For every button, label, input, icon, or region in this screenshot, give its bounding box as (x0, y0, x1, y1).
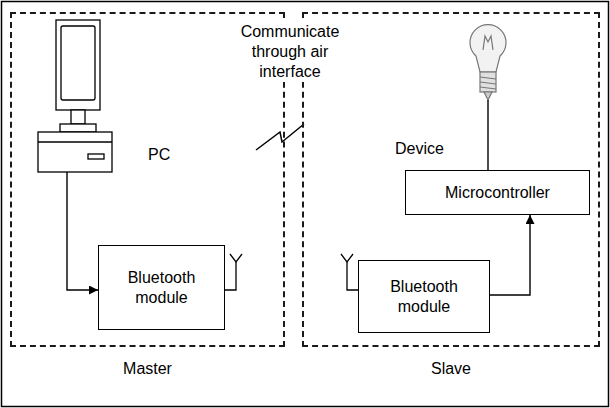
monitor-screen (61, 26, 95, 100)
connector (67, 172, 98, 290)
device-label-area: Device (385, 14, 510, 100)
bulb-thread (480, 82, 496, 84)
bluetooth-module-box: Bluetooth module (98, 245, 225, 330)
icon-label: Device (395, 140, 444, 158)
bluetooth-module-box: Bluetooth module (358, 260, 490, 333)
annotation: Communicate through air interface (228, 22, 352, 82)
floppy-slot (88, 154, 104, 159)
antenna (225, 262, 236, 290)
pc-label-area: PC (35, 18, 115, 172)
monitor-foot (60, 124, 96, 132)
monitor (56, 20, 100, 110)
bulb-thread (480, 77, 496, 79)
icon-label: PC (148, 146, 170, 164)
bulb-icon (470, 25, 506, 100)
region-caption: Master (12, 360, 283, 378)
bulb-glass (470, 25, 506, 72)
antenna (341, 254, 353, 262)
box-label: Bluetooth module (379, 277, 469, 315)
pc-case (38, 132, 112, 172)
bulb-tip (484, 92, 492, 100)
monitor-neck (71, 110, 85, 124)
box-label: Microcontroller (445, 183, 550, 202)
region-caption: Slave (304, 360, 598, 378)
bulb-base (480, 72, 496, 92)
box-label: Bluetooth module (117, 268, 207, 306)
pc-case-edge (38, 141, 112, 142)
bulb-filament (483, 36, 493, 50)
microcontroller-box: Microcontroller (405, 170, 590, 215)
antenna (230, 254, 242, 262)
bulb-thread (480, 87, 496, 89)
connector (490, 215, 530, 295)
connector (487, 100, 488, 170)
air-link-symbol (256, 124, 304, 150)
antenna (347, 262, 358, 290)
pc-icon (38, 20, 112, 172)
